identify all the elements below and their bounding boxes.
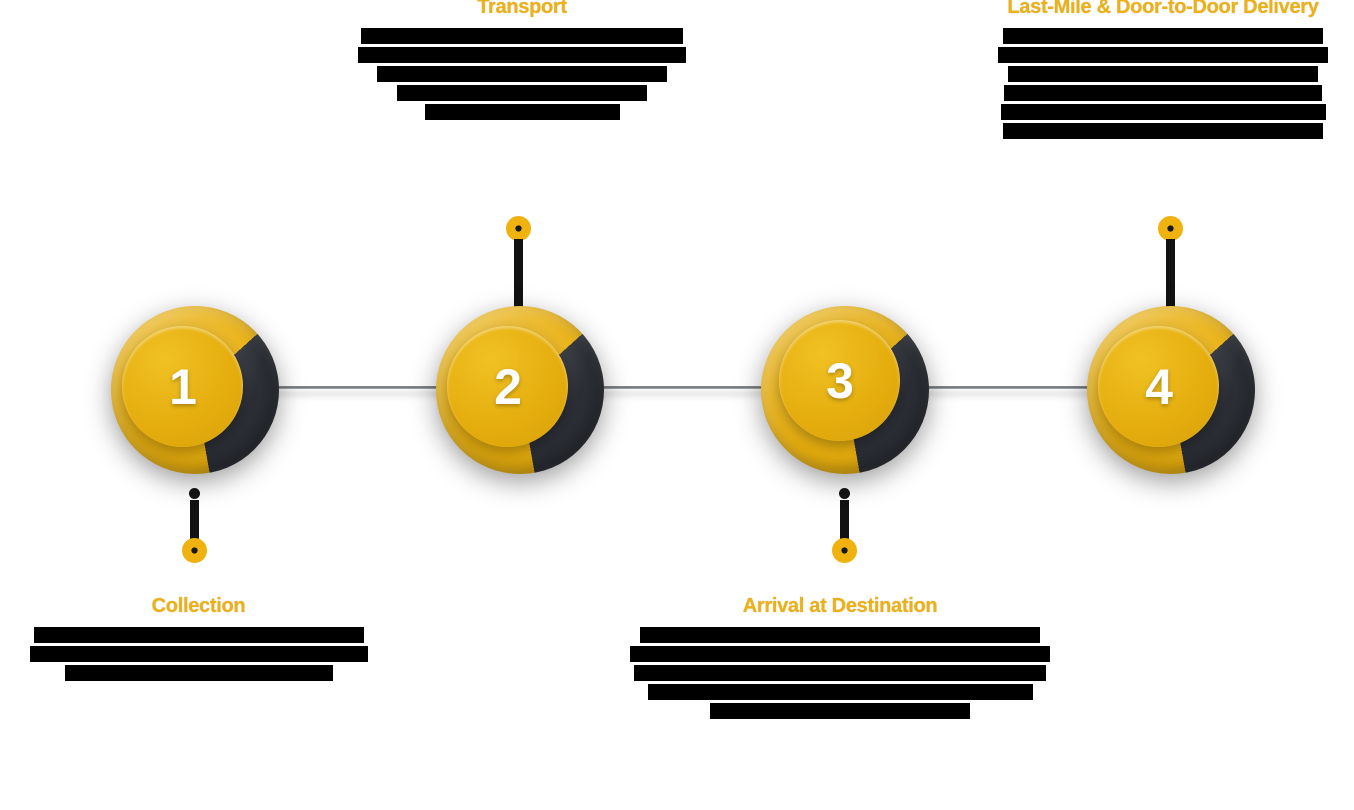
redacted-line (377, 66, 667, 82)
step-4-pin (1150, 216, 1190, 311)
connector-rail-shadow (195, 391, 1170, 400)
step-4-node[interactable]: 4 (1077, 296, 1265, 484)
redacted-line (397, 85, 647, 101)
step-3-text-block: Arrival at Destination (620, 595, 1060, 722)
step-1-pin-stem (190, 500, 199, 540)
redacted-line (1003, 123, 1323, 139)
step-3-pin (824, 488, 864, 568)
redacted-line (640, 627, 1040, 643)
redacted-line (424, 104, 620, 120)
step-2-text-block: Transport (352, 0, 692, 123)
redacted-line (710, 703, 970, 719)
step-3-node[interactable]: 3 (751, 296, 939, 484)
step-4-text-block: Last-Mile & Door-to-Door Delivery (988, 0, 1338, 142)
step-1-number: 1 (169, 358, 197, 415)
redacted-line (998, 47, 1328, 63)
step-4-pin-marker-icon (1158, 216, 1183, 241)
step-3-badge: 3 (779, 320, 900, 441)
redacted-line (647, 684, 1033, 700)
step-1-heading: Collection (151, 595, 246, 617)
step-2-pin (498, 216, 538, 311)
step-4-badge: 4 (1098, 326, 1219, 447)
redacted-line (1000, 104, 1326, 120)
step-1-node[interactable]: 1 (101, 296, 289, 484)
step-1-text-block: Collection (26, 595, 371, 684)
step-1-body-redacted (26, 627, 371, 681)
step-2-pin-marker-icon (506, 216, 531, 241)
step-4-body-redacted (988, 28, 1338, 139)
step-1-pin-dot (189, 488, 200, 499)
step-2-pin-stem (514, 239, 523, 309)
redacted-line (358, 47, 686, 63)
step-1-badge: 1 (122, 326, 243, 447)
step-3-heading: Arrival at Destination (742, 595, 938, 617)
step-2-node[interactable]: 2 (426, 296, 614, 484)
step-3-body-redacted (620, 627, 1060, 719)
step-3-pin-marker-icon (832, 538, 857, 563)
step-4-pin-stem (1166, 239, 1175, 309)
redacted-line (64, 665, 333, 681)
step-4-number: 4 (1145, 358, 1173, 415)
redacted-line (1004, 85, 1322, 101)
redacted-line (1003, 28, 1323, 44)
redacted-line (29, 646, 368, 662)
step-2-number: 2 (494, 358, 522, 415)
step-3-pin-stem (840, 500, 849, 540)
redacted-line (630, 646, 1050, 662)
step-1-pin (174, 488, 214, 568)
step-3-number: 3 (826, 352, 854, 409)
redacted-line (33, 627, 364, 643)
step-1-pin-marker-icon (182, 538, 207, 563)
step-2-badge: 2 (447, 326, 568, 447)
redacted-line (1008, 66, 1318, 82)
step-2-heading: Transport (477, 0, 567, 18)
connector-rail (190, 386, 1175, 389)
step-3-pin-dot (839, 488, 850, 499)
redacted-line (634, 665, 1046, 681)
step-2-body-redacted (352, 28, 692, 120)
redacted-line (361, 28, 683, 44)
step-4-heading: Last-Mile & Door-to-Door Delivery (1007, 0, 1319, 18)
